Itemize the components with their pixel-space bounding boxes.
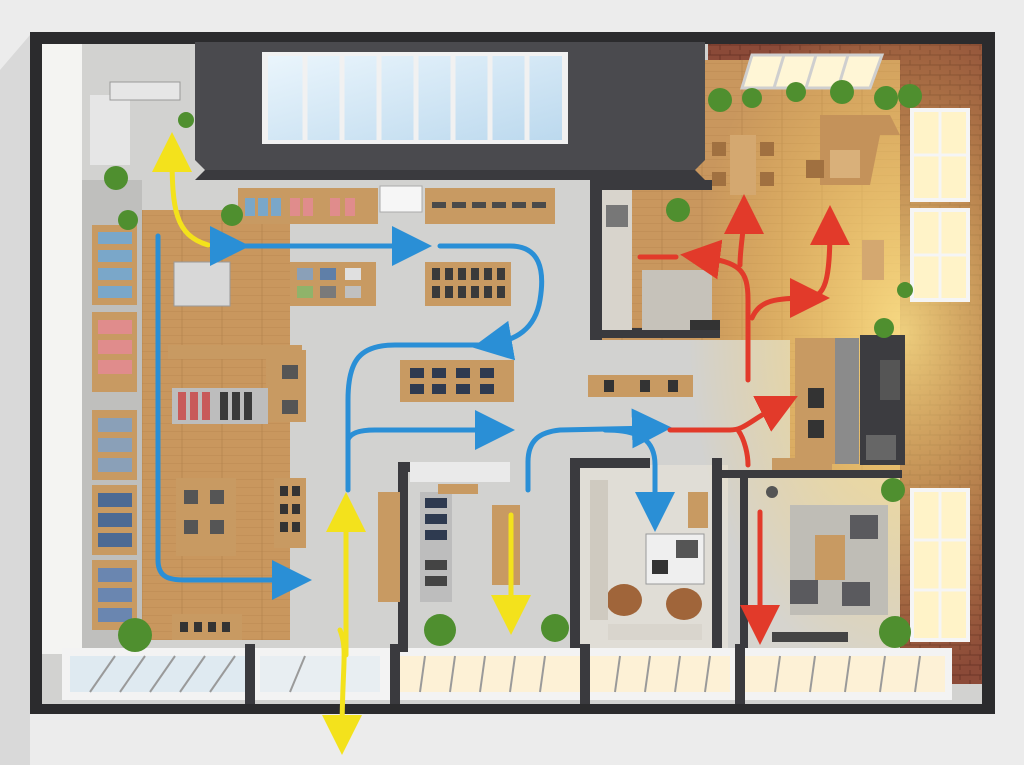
top-wall-shelves	[238, 185, 555, 224]
red-arrow-to-bar	[667, 396, 798, 433]
yellow-arrow-to-back	[152, 132, 211, 248]
shoe-display	[274, 478, 306, 548]
lounge-skylight	[739, 53, 885, 90]
blue-arrow-to-office	[602, 427, 675, 532]
back-office	[602, 190, 720, 330]
left-display-wall	[42, 44, 82, 654]
red-arrow-up	[723, 194, 764, 268]
storefront-windows	[62, 644, 952, 704]
meeting-room-top-wall	[722, 470, 902, 478]
cash-desk	[588, 375, 693, 397]
flow-staff-service-route	[637, 194, 850, 645]
meeting-room-furniture	[766, 486, 888, 642]
plants	[104, 80, 922, 652]
flow-customer-browsing-loop	[155, 226, 675, 600]
armchair-left	[606, 584, 642, 616]
office-left-wall	[590, 180, 602, 340]
meeting-room-left-wall	[712, 458, 722, 648]
meeting-chair	[850, 515, 878, 539]
building-shadow	[0, 35, 30, 765]
cafe-bar	[772, 335, 905, 470]
bags-table	[176, 478, 236, 556]
fitting-rooms-wall	[398, 462, 408, 652]
red-arrow-to-office	[680, 239, 751, 383]
blue-arrow-to-cash	[525, 408, 672, 465]
display-tables	[168, 261, 514, 640]
office-room-wall	[570, 458, 580, 648]
blue-arrow-left-loop	[155, 233, 312, 600]
blue-arrow-to-accessories	[345, 410, 515, 450]
right-windows	[910, 108, 970, 642]
armchair-right	[666, 588, 702, 620]
staff-lounge-furniture	[712, 115, 900, 280]
table-accessories	[400, 360, 514, 402]
red-arrow-to-lounge	[749, 278, 830, 321]
interior-walls	[398, 180, 902, 652]
office-room-furniture	[590, 480, 708, 640]
mirror-stand	[492, 505, 520, 585]
red-arrow-bar-branch	[735, 427, 751, 468]
yellow-arrow-exit	[322, 627, 363, 755]
red-arrow-to-sofa	[803, 205, 850, 301]
bag-rack	[173, 261, 231, 307]
skylight-roof-block	[195, 42, 705, 180]
flow-customer-entry-exit	[152, 132, 531, 755]
blue-arrow-top-right-loop	[437, 243, 545, 361]
apparel-shelving	[90, 81, 181, 630]
fitting-room-racks	[378, 462, 520, 602]
blue-arrow-center-down	[345, 342, 486, 493]
